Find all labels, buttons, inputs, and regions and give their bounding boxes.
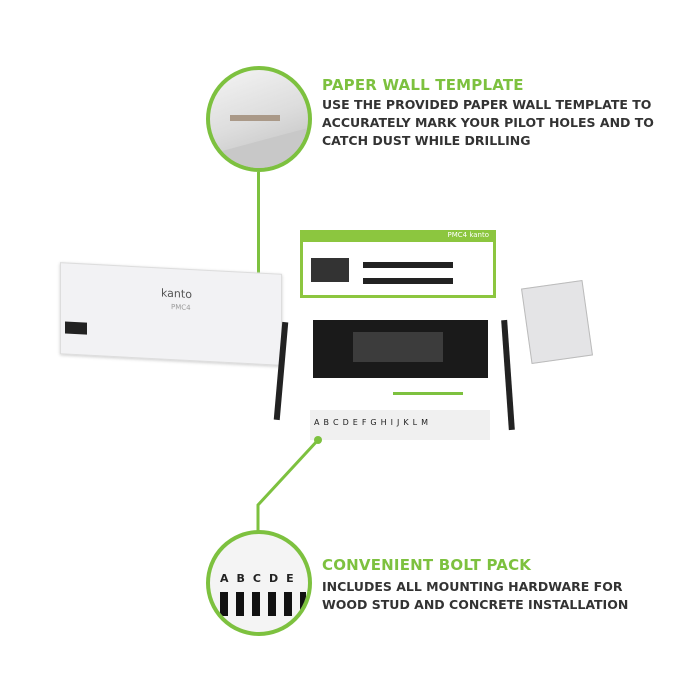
product-box: PMC4 kanto [300, 230, 496, 298]
green-underline [393, 392, 463, 395]
feature-title: PAPER WALL TEMPLATE [322, 76, 524, 94]
drill-bit-icon [230, 115, 280, 121]
feature-description: USE THE PROVIDED PAPER WALL TEMPLATE TO … [322, 97, 654, 148]
feature-description: INCLUDES ALL MOUNTING HARDWARE FOR WOOD … [322, 579, 629, 612]
feature-title: CONVENIENT BOLT PACK [322, 556, 532, 574]
connector-line [257, 172, 260, 286]
paper-template-closeup [206, 66, 312, 172]
wall-plate [313, 320, 488, 378]
